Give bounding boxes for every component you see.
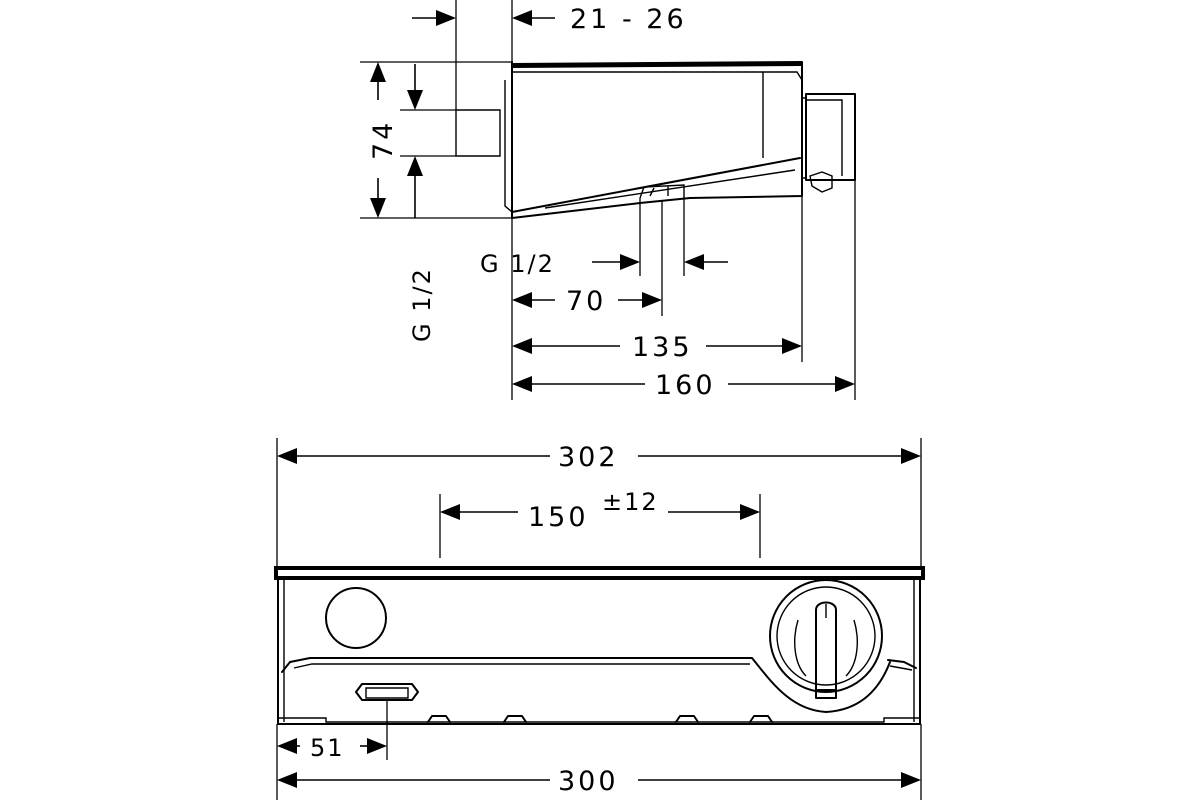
- front-foot-2: [503, 715, 527, 723]
- dim-depth-range: 21 - 26: [570, 4, 687, 35]
- knob-grip-left: [794, 619, 807, 677]
- side-knob-inner: [806, 99, 843, 176]
- side-top-plate-inner: [512, 71, 803, 81]
- dim-center-distance: 150: [528, 502, 589, 533]
- thermostat-knob: [769, 579, 883, 693]
- dim-135: 135: [632, 332, 693, 363]
- front-body-outline: [277, 577, 921, 725]
- dim-thread-vertical: G 1/2: [408, 267, 436, 342]
- dim-height: 74: [368, 120, 399, 160]
- front-body-inner: [283, 580, 915, 722]
- side-shelf-mid: [544, 169, 796, 209]
- knob-indicator-bar: [815, 601, 837, 691]
- dim-70: 70: [566, 286, 606, 317]
- shower-button: [325, 587, 387, 649]
- dim-160: 160: [655, 370, 716, 401]
- side-knob: [805, 93, 856, 181]
- front-top-plate: [274, 566, 925, 580]
- front-foot-3: [675, 715, 699, 723]
- front-shelf: [281, 657, 917, 673]
- side-body-inner-edge: [504, 80, 513, 213]
- side-body-outline: [511, 61, 803, 219]
- side-top-plate: [511, 62, 803, 68]
- side-knob-collar: [802, 97, 806, 179]
- knob-grip-right: [845, 619, 858, 677]
- thermostat-knob-ring: [776, 586, 876, 686]
- front-view: 302 150 ±12: [274, 438, 925, 800]
- side-outlet-port: [639, 184, 685, 199]
- front-outlet: [355, 683, 419, 701]
- front-outlet-inner: [365, 687, 409, 699]
- front-shelf-inner: [293, 663, 913, 671]
- dim-offset: 51: [310, 734, 345, 762]
- side-wall-connector: [455, 109, 501, 157]
- dim-overall-width: 302: [558, 442, 619, 473]
- dim-body-width: 300: [558, 766, 619, 797]
- dim-thread-outlet: G 1/2: [480, 250, 555, 278]
- front-foot-1: [427, 715, 451, 723]
- side-view: 21 - 26 74 G 1/2 G 1/2 70: [360, 0, 856, 401]
- front-base-edge: [278, 717, 920, 723]
- dim-tolerance: ±12: [602, 488, 659, 516]
- knob-cradle: [751, 657, 891, 713]
- side-knob-button: [809, 171, 833, 193]
- side-shelf-top: [511, 157, 801, 213]
- knob-base-stub: [815, 689, 837, 699]
- front-foot-4: [749, 715, 773, 723]
